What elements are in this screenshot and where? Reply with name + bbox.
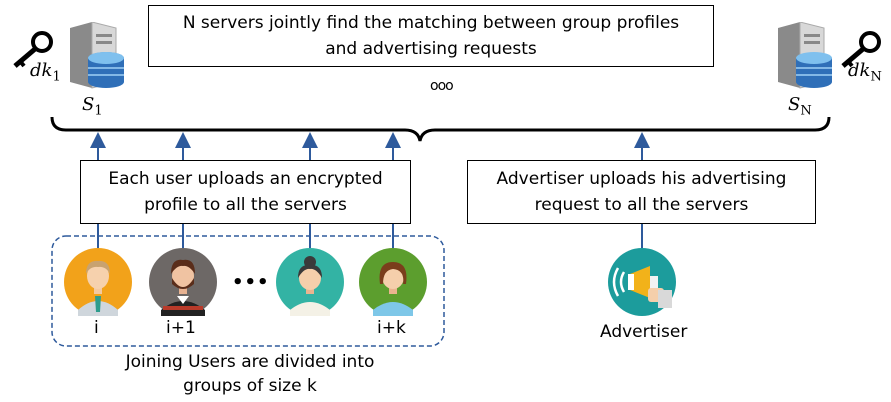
megaphone-icon <box>608 248 676 316</box>
user-label: i+k <box>377 318 406 338</box>
server-database-icon <box>778 22 832 89</box>
advertiser-upload-line1: Advertiser uploads his advertising <box>496 169 787 189</box>
user-upload-line1: Each user uploads an encrypted <box>108 169 383 189</box>
servers-description-line2: and advertising requests <box>325 39 537 59</box>
servers-description-box: N servers jointly find the matching betw… <box>148 5 714 67</box>
servers-description-line1: N servers jointly find the matching betw… <box>182 13 680 33</box>
user-avatar <box>276 248 344 316</box>
users-ellipsis: ••• <box>232 272 270 293</box>
servers-ellipsis: ooo <box>430 78 454 94</box>
users-caption-line1: Joining Users are divided into <box>125 352 375 372</box>
server-brace <box>50 116 831 142</box>
user-label: i+1 <box>166 318 196 338</box>
server-label-right: SN <box>788 94 812 119</box>
advertiser-upload-box: Advertiser uploads his advertising reque… <box>467 160 816 224</box>
user-upload-line2: profile to all the servers <box>144 195 347 215</box>
user-avatar <box>359 248 427 316</box>
advertiser-label: Advertiser <box>600 322 688 342</box>
user-group-border <box>51 235 445 347</box>
server-database-icon <box>70 22 124 89</box>
user-avatar <box>64 248 132 316</box>
user-upload-box: Each user uploads an encrypted profile t… <box>80 160 411 224</box>
key-icon <box>841 31 881 68</box>
users-caption-line2: groups of size k <box>183 376 317 396</box>
server-label-left: S1 <box>82 94 103 119</box>
key-label-left: dk1 <box>30 60 61 85</box>
advertiser-upload-line2: request to all the servers <box>534 195 749 215</box>
key-label-right: dkN <box>848 60 882 85</box>
key-icon <box>13 31 53 68</box>
user-label: i <box>94 318 99 338</box>
user-avatar <box>149 248 217 316</box>
users-caption: Joining Users are divided into groups of… <box>60 350 440 398</box>
